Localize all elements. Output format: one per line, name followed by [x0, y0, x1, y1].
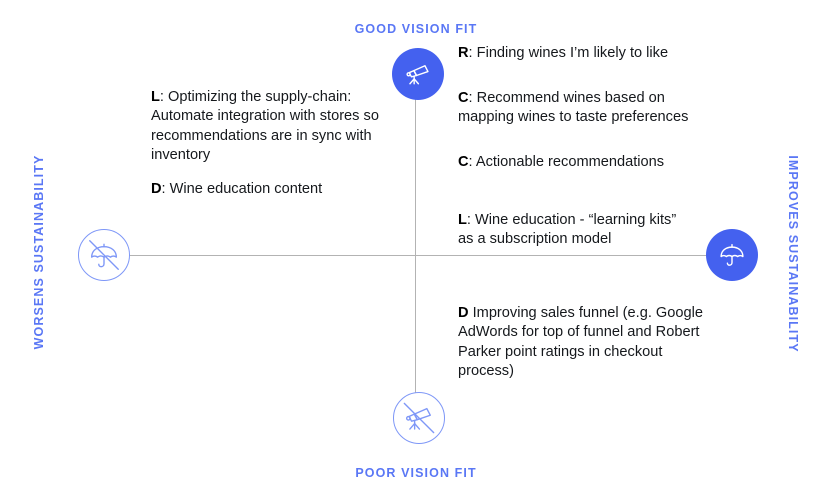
axis-label-good-vision-fit: GOOD VISION FIT [354, 22, 478, 36]
telescope-prohibited-icon [393, 392, 445, 444]
note-tag: D [151, 181, 162, 197]
note-text: : Wine education - “learning kits” as a … [458, 212, 677, 248]
note-text: : Wine education content [161, 181, 323, 197]
note-text: : Actionable recommendations [468, 154, 665, 170]
note-c-recommend-wines: C: Recommend wines based on mapping wine… [458, 89, 690, 128]
telescope-icon [392, 48, 444, 100]
note-tag: C [458, 90, 469, 106]
umbrella-icon [706, 229, 758, 281]
axis-label-worsens-sustainability: WORSENS SUSTAINABILITY [32, 154, 46, 350]
note-r-finding-wines: R: Finding wines I’m likely to like [458, 44, 690, 63]
note-l-supply-chain: L: Optimizing the supply-chain: Automate… [151, 88, 395, 166]
horizontal-axis-line [104, 255, 736, 256]
note-text: : Finding wines I’m likely to like [468, 45, 669, 61]
note-l-learning-kits: L: Wine education - “learning kits” as a… [458, 211, 690, 250]
note-text: : Recommend wines based on mapping wines… [458, 90, 689, 126]
axis-label-improves-sustainability: IMPROVES SUSTAINABILITY [786, 155, 800, 353]
note-d-wine-education: D: Wine education content [151, 180, 395, 199]
note-tag: L [151, 89, 160, 105]
umbrella-prohibited-icon [78, 229, 130, 281]
note-tag: C [458, 154, 469, 170]
vertical-axis-line [415, 73, 416, 429]
note-d-sales-funnel: D Improving sales funnel (e.g. Google Ad… [458, 304, 708, 382]
note-text: : Optimizing the supply-chain: Automate … [151, 89, 379, 164]
note-tag: L [458, 212, 467, 228]
note-text: Improving sales funnel (e.g. Google AdWo… [458, 305, 703, 380]
note-tag: D [458, 305, 469, 321]
note-c-actionable-recommendations: C: Actionable recommendations [458, 153, 690, 172]
axis-label-poor-vision-fit: POOR VISION FIT [355, 466, 477, 480]
note-tag: R [458, 45, 469, 61]
